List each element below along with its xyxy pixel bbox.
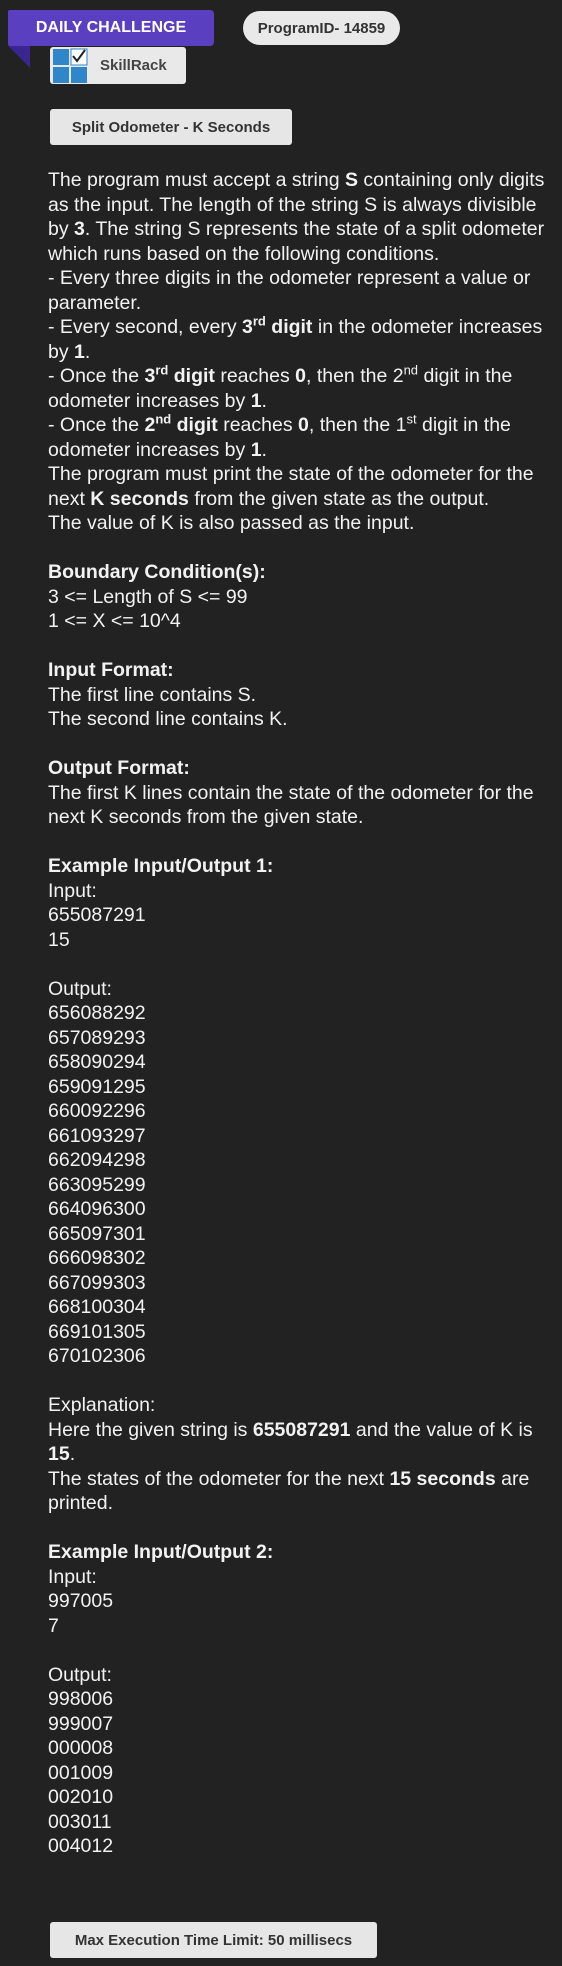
example1-output-line: 660092296: [48, 1100, 146, 1122]
k-description: The value of K is also passed as the inp…: [48, 512, 415, 534]
boundary-heading: Boundary Condition(s):: [48, 561, 266, 583]
example1-output-label: Output:: [48, 977, 112, 1000]
example1-output-line: 663095299: [48, 1173, 146, 1196]
example1-input-line: 655087291: [48, 904, 146, 926]
program-id-badge: ProgramID- 14859: [243, 11, 400, 45]
example2-output-line: 998006: [48, 1688, 114, 1710]
explanation-line: Here the given string is 655087291 and t…: [48, 1418, 533, 1466]
example2-output-line: 004012: [48, 1835, 114, 1857]
example1-output-line: 661093297: [48, 1124, 146, 1147]
example1-input-line: 15: [48, 928, 70, 951]
example1-output-line: 666098302: [48, 1247, 146, 1269]
example2-output-line: 999007: [48, 1712, 114, 1735]
input-format-line: The second line contains K.: [48, 708, 288, 730]
example1-output-line: 667099303: [48, 1271, 146, 1294]
boundary-line: 3 <= Length of S <= 99: [48, 585, 248, 608]
time-limit-label: Max Execution Time Limit: 50 millisecs: [74, 1931, 353, 1949]
problem-title-label: Split Odometer - K Seconds: [71, 118, 271, 136]
daily-challenge-ribbon: DAILY CHALLENGE: [8, 10, 214, 46]
example1-heading: Example Input/Output 1:: [48, 855, 274, 877]
explanation-label: Explanation:: [48, 1394, 156, 1416]
time-limit-badge: Max Execution Time Limit: 50 millisecs: [50, 1922, 377, 1958]
problem-title: Split Odometer - K Seconds: [50, 109, 292, 145]
example2-output-line: 001009: [48, 1761, 114, 1784]
skillrack-logo[interactable]: SkillRack: [50, 47, 186, 84]
example2-input-label: Input:: [48, 1565, 97, 1588]
boundary-line: 1 <= X <= 10^4: [48, 610, 181, 632]
example1-output-line: 670102306: [48, 1345, 146, 1367]
example1-output-line: 662094298: [48, 1149, 146, 1171]
example2-output-line: 003011: [48, 1810, 112, 1833]
rule-3: - Once the 3rd digit reaches 0, then the…: [48, 362, 513, 412]
example1-output-line: 659091295: [48, 1075, 146, 1098]
example1-output-line: 658090294: [48, 1051, 146, 1073]
rule-4: - Once the 2nd digit reaches 0, then the…: [48, 411, 511, 461]
logo-label: SkillRack: [100, 57, 167, 74]
output-format-line: The first K lines contain the state of t…: [48, 781, 534, 829]
output-format-heading: Output Format:: [48, 757, 190, 779]
example1-input-label: Input:: [48, 879, 97, 902]
input-format-heading: Input Format:: [48, 659, 174, 681]
output-description: The program must print the state of the …: [48, 463, 534, 510]
example1-output-line: 669101305: [48, 1320, 146, 1343]
example2-output-label: Output:: [48, 1663, 112, 1686]
explanation-line: The states of the odometer for the next …: [48, 1467, 530, 1515]
example1-output-line: 665097301: [48, 1222, 146, 1245]
problem-content: The program must accept a string S conta…: [48, 168, 548, 1859]
ribbon-label: DAILY CHALLENGE: [35, 19, 187, 36]
description-paragraph: The program must accept a string S conta…: [48, 169, 545, 265]
example1-output-line: 664096300: [48, 1198, 146, 1220]
example2-input-line: 997005: [48, 1590, 114, 1612]
example1-output-line: 657089293: [48, 1026, 146, 1049]
example2-input-line: 7: [48, 1614, 59, 1637]
ribbon-fold: [8, 46, 30, 68]
example1-output-line: 656088292: [48, 1002, 146, 1024]
example2-output-line: 000008: [48, 1737, 114, 1759]
rule-2: - Every second, every 3rd digit in the o…: [48, 313, 543, 363]
input-format-line: The first line contains S.: [48, 683, 257, 706]
rule-1: - Every three digits in the odometer rep…: [48, 267, 531, 314]
program-id-label: ProgramID- 14859: [257, 19, 386, 37]
example2-output-line: 002010: [48, 1786, 114, 1808]
skillrack-logo-icon: [52, 48, 88, 84]
example1-output-line: 668100304: [48, 1296, 146, 1318]
example2-heading: Example Input/Output 2:: [48, 1541, 274, 1563]
